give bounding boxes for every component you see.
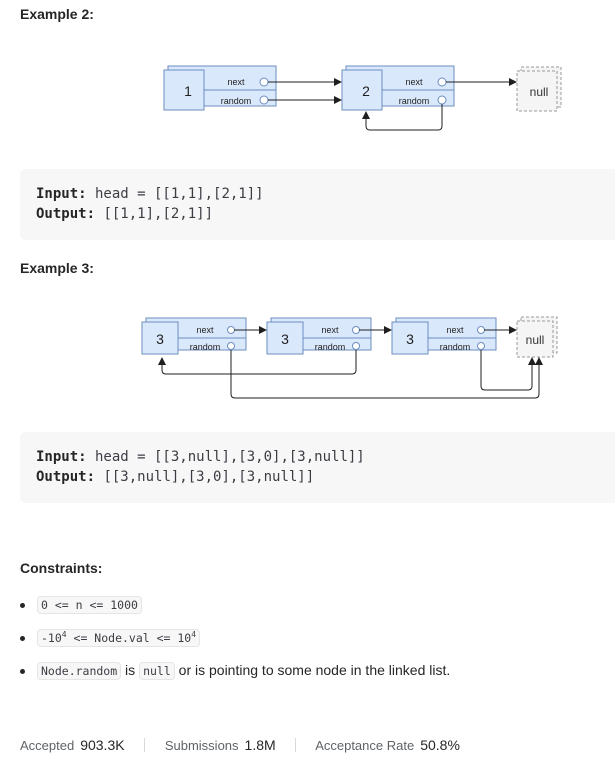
input-label: Input: bbox=[36, 449, 87, 465]
node-value: 1 bbox=[184, 83, 192, 99]
constraint-text: is bbox=[121, 662, 140, 678]
random-pointer bbox=[362, 104, 443, 131]
constraints-heading: Constraints: bbox=[20, 560, 103, 576]
example-3-heading: Example 3: bbox=[20, 260, 94, 276]
random-label: random bbox=[440, 342, 471, 352]
divider bbox=[144, 738, 146, 752]
next-label: next bbox=[446, 325, 464, 335]
list-node-2: 2 next random bbox=[341, 65, 455, 111]
random-pointer bbox=[158, 350, 357, 375]
accepted-value: 903.3K bbox=[80, 737, 125, 753]
output-label: Output: bbox=[36, 206, 96, 222]
input-value: head = [[1,1],[2,1]] bbox=[86, 186, 264, 202]
null-label: null bbox=[526, 333, 545, 347]
example-3-code: Input: head = [[3,null],[3,0],[3,null]] … bbox=[20, 432, 615, 503]
input-label: Input: bbox=[36, 186, 87, 202]
node-value: 3 bbox=[156, 331, 164, 347]
constraint-part: <= Node.val <= 10 bbox=[66, 631, 192, 645]
node-value: 3 bbox=[281, 331, 289, 347]
next-label: next bbox=[321, 325, 339, 335]
divider bbox=[295, 738, 297, 752]
output-value: [[3,null],[3,0],[3,null]] bbox=[95, 469, 315, 485]
output-value: [[1,1],[2,1]] bbox=[95, 206, 214, 222]
random-pointer bbox=[230, 350, 543, 399]
null-node: null bbox=[516, 316, 558, 358]
random-label: random bbox=[221, 96, 252, 106]
null-node: null bbox=[516, 66, 562, 112]
accepted-label: Accepted bbox=[20, 738, 75, 753]
inline-code: null bbox=[139, 662, 175, 680]
exponent: 4 bbox=[61, 630, 67, 640]
node-value: 2 bbox=[362, 83, 370, 99]
exponent: 4 bbox=[191, 630, 197, 640]
input-value: head = [[3,null],[3,0],[3,null]] bbox=[86, 449, 365, 465]
example-2-code: Input: head = [[1,1],[2,1]] Output: [[1,… bbox=[20, 169, 615, 240]
constraint-code: -104 <= Node.val <= 104 bbox=[37, 629, 201, 647]
acceptance-rate-label: Acceptance Rate bbox=[315, 738, 415, 753]
bullet-icon bbox=[20, 603, 25, 608]
list-node-1: 3 next random bbox=[141, 317, 247, 355]
example-2-heading: Example 2: bbox=[20, 6, 94, 22]
bullet-icon bbox=[20, 669, 25, 674]
random-pointer bbox=[480, 350, 536, 391]
next-label: next bbox=[405, 77, 423, 87]
next-label: next bbox=[227, 77, 245, 87]
next-label: next bbox=[196, 325, 214, 335]
constraint-text: or is pointing to some node in the linke… bbox=[174, 662, 451, 678]
example-3-diagram: 3 next random 3 next random 3 next rando… bbox=[141, 316, 558, 399]
bullet-icon bbox=[20, 636, 25, 641]
submissions-label: Submissions bbox=[164, 738, 239, 753]
submissions-value: 1.8M bbox=[244, 737, 276, 753]
inline-code: Node.random bbox=[37, 662, 122, 680]
list-node-2: 3 next random bbox=[266, 317, 372, 355]
random-label: random bbox=[190, 342, 221, 352]
constraint-part: -10 bbox=[41, 631, 62, 645]
stats-bar: Accepted 903.3K Submissions 1.8M Acceptanc… bbox=[20, 737, 460, 753]
null-label: null bbox=[530, 85, 549, 99]
list-node-1: 1 next random bbox=[163, 65, 277, 111]
node-value: 3 bbox=[406, 331, 414, 347]
constraint-code: 0 <= n <= 1000 bbox=[37, 596, 142, 614]
random-label: random bbox=[399, 96, 430, 106]
list-node-3: 3 next random bbox=[391, 317, 497, 355]
output-label: Output: bbox=[36, 469, 96, 485]
example-2-diagram: 1 next random 2 next random null bbox=[163, 65, 562, 131]
random-label: random bbox=[315, 342, 346, 352]
acceptance-rate-value: 50.8% bbox=[420, 737, 460, 753]
